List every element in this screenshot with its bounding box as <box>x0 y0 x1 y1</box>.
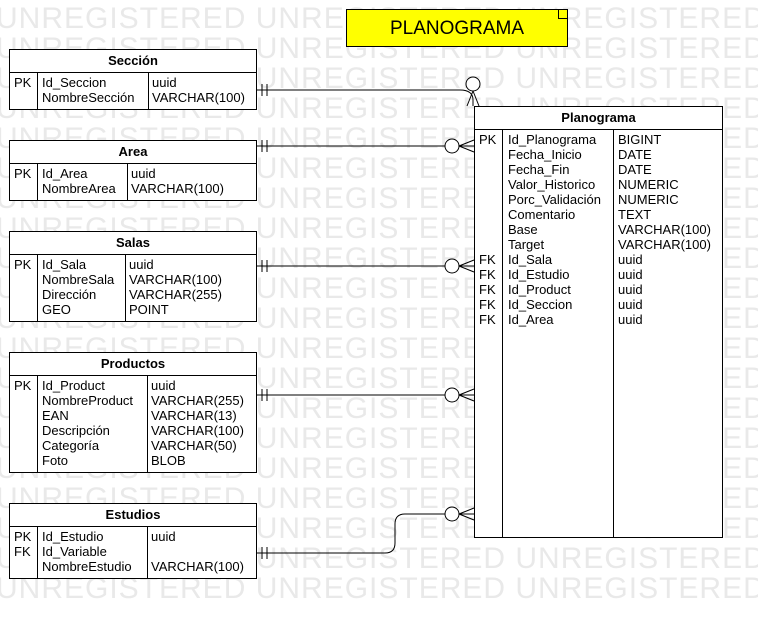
field-type: VARCHAR(100) <box>151 559 244 574</box>
field-type: NUMERIC <box>618 192 679 207</box>
field-type: VARCHAR(100) <box>129 272 222 287</box>
field-name: Id_Sala <box>42 257 87 272</box>
field-name: NombreEstudio <box>42 559 132 574</box>
field-name: Id_Seccion <box>42 75 107 90</box>
key-cell <box>479 222 496 237</box>
field-type: uuid <box>151 529 176 544</box>
field-name: Foto <box>42 453 69 468</box>
field-name: NombreProduct <box>42 393 134 408</box>
field-name: Dirección <box>42 287 97 302</box>
entity-estudios[interactable]: Estudios PK FK Id_Estudio Id_Variable No… <box>9 503 257 579</box>
entity-title: Estudios <box>10 504 256 527</box>
field-type: uuid <box>618 312 643 327</box>
field-type: VARCHAR(255) <box>129 287 222 302</box>
key-cell: FK <box>479 312 496 327</box>
key-cell: PK <box>14 166 32 181</box>
field-name: Id_Sala <box>508 252 553 267</box>
rel-estudios-planograma <box>256 513 474 554</box>
field-name: Id_Product <box>508 282 571 297</box>
rel-seccion-planograma <box>256 89 474 106</box>
key-cell: PK <box>14 75 32 90</box>
field-type: BLOB <box>151 453 186 468</box>
field-type <box>151 544 244 559</box>
field-name: Id_Variable <box>42 544 107 559</box>
field-type: VARCHAR(100) <box>152 90 245 105</box>
field-type: uuid <box>618 297 643 312</box>
field-name: Id_Seccion <box>508 297 573 312</box>
field-name: Id_Area <box>42 166 88 181</box>
key-cell <box>479 147 496 162</box>
field-type: uuid <box>131 166 156 181</box>
field-name: Target <box>508 237 545 252</box>
key-cell <box>479 162 496 177</box>
field-type: uuid <box>618 252 643 267</box>
field-name: Categoría <box>42 438 100 453</box>
entity-title: Planograma <box>475 107 722 130</box>
field-name: Comentario <box>508 207 576 222</box>
key-cell <box>479 177 496 192</box>
diagram-title-text: PLANOGRAMA <box>389 18 525 39</box>
field-name: NombreSala <box>42 272 115 287</box>
key-cell <box>14 90 31 105</box>
field-name: GEO <box>42 302 71 317</box>
key-cell: PK <box>14 257 32 272</box>
field-type: TEXT <box>618 207 652 222</box>
key-cell: FK <box>14 544 31 559</box>
field-name: Id_Area <box>508 312 554 327</box>
field-name: Porc_Validación <box>508 192 601 207</box>
entity-title: Area <box>10 141 256 164</box>
field-type: uuid <box>151 378 176 393</box>
entity-title: Salas <box>10 232 256 255</box>
entity-seccion[interactable]: Sección PK Id_Seccion NombreSección uuid… <box>9 49 257 110</box>
field-type: uuid <box>618 267 643 282</box>
diagram-title: PLANOGRAMA <box>346 9 568 47</box>
field-type: DATE <box>618 147 652 162</box>
field-type: VARCHAR(255) <box>151 393 244 408</box>
key-cell: FK <box>479 297 496 312</box>
field-type: VARCHAR(100) <box>618 237 711 252</box>
field-name: Fecha_Inicio <box>508 147 582 162</box>
key-cell <box>479 207 496 222</box>
entity-planograma[interactable]: Planograma PK FK FK FK FK FK Id_Planogra… <box>474 106 723 538</box>
field-name: Id_Estudio <box>508 267 570 282</box>
field-type: VARCHAR(100) <box>131 181 224 196</box>
field-type: uuid <box>618 282 643 297</box>
entity-productos[interactable]: Productos PK Id_Product NombreProduct EA… <box>9 352 257 473</box>
key-cell: FK <box>479 252 496 267</box>
entity-title: Sección <box>10 50 256 73</box>
field-type: VARCHAR(100) <box>618 222 711 237</box>
field-type: POINT <box>129 302 169 317</box>
field-name: Id_Estudio <box>42 529 104 544</box>
field-name: Base <box>508 222 538 237</box>
key-cell: PK <box>14 529 32 544</box>
field-name: Fecha_Fin <box>508 162 570 177</box>
key-cell: FK <box>479 267 496 282</box>
field-type: BIGINT <box>618 132 662 147</box>
key-cell <box>479 192 496 207</box>
entity-area[interactable]: Area PK Id_Area NombreArea uuid VARCHAR(… <box>9 140 257 201</box>
key-cell <box>479 237 496 252</box>
key-cell <box>14 181 31 196</box>
field-type: VARCHAR(100) <box>151 423 244 438</box>
field-name: EAN <box>42 408 69 423</box>
field-name: NombreArea <box>42 181 116 196</box>
field-name: Id_Product <box>42 378 105 393</box>
field-type: DATE <box>618 162 652 177</box>
field-type: uuid <box>129 257 154 272</box>
entity-salas[interactable]: Salas PK Id_Sala NombreSala Dirección GE… <box>9 231 257 322</box>
field-name: Descripción <box>42 423 110 438</box>
field-name: Valor_Historico <box>508 177 596 192</box>
entity-title: Productos <box>10 353 256 376</box>
key-cell: PK <box>14 378 32 393</box>
field-name: NombreSección <box>42 90 135 105</box>
field-type: NUMERIC <box>618 177 679 192</box>
note-fold-icon <box>558 10 567 19</box>
field-name: Id_Planograma <box>508 132 597 147</box>
field-type: uuid <box>152 75 177 90</box>
key-cell: PK <box>479 132 497 147</box>
field-type: VARCHAR(13) <box>151 408 237 423</box>
field-type: VARCHAR(50) <box>151 438 237 453</box>
key-cell: FK <box>479 282 496 297</box>
